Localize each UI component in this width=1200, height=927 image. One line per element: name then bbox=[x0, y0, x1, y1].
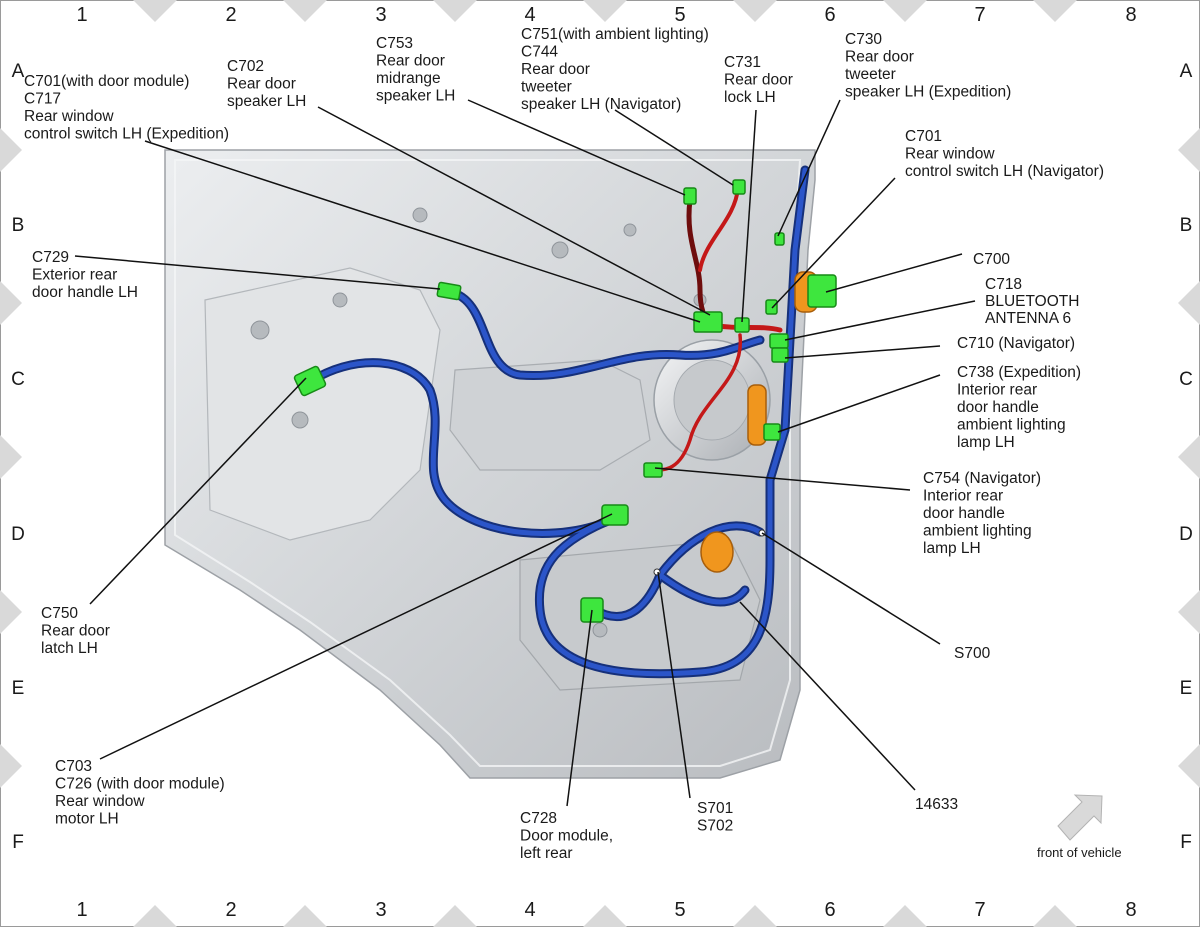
column-label: 8 bbox=[1125, 4, 1136, 26]
grid-marker-bottom bbox=[433, 905, 477, 927]
column-label: 2 bbox=[225, 4, 236, 26]
grid-marker-top bbox=[583, 0, 627, 22]
direction-arrow-icon bbox=[1057, 794, 1103, 841]
grid-marker-top bbox=[733, 0, 777, 22]
grommet-lower bbox=[700, 531, 734, 573]
callout-s701-s702: S701 S702 bbox=[697, 800, 738, 835]
callout-c751-c744: C751(with ambient lighting) C744 Rear do… bbox=[521, 26, 713, 113]
connector-c701-nav bbox=[765, 299, 778, 315]
callout-c702: C702 Rear door speaker LH bbox=[227, 58, 306, 110]
column-label: 8 bbox=[1125, 899, 1136, 921]
row-labels-right: A B C D E F bbox=[1179, 61, 1193, 853]
column-labels-top: 1 2 3 4 5 6 7 8 bbox=[76, 4, 1136, 26]
callout-c728: C728 Door module, left rear bbox=[520, 810, 617, 862]
column-label: 7 bbox=[974, 899, 985, 921]
row-label: D bbox=[11, 524, 25, 545]
grid-marker-bottom bbox=[733, 905, 777, 927]
column-label: 6 bbox=[824, 4, 835, 26]
column-label: 4 bbox=[524, 899, 535, 921]
column-label: 3 bbox=[375, 899, 386, 921]
grid-marker-bottom bbox=[1033, 905, 1077, 927]
grid-marker-right bbox=[1178, 128, 1200, 172]
retainer-middle bbox=[747, 384, 767, 446]
connector-c718 bbox=[769, 333, 789, 349]
row-label: F bbox=[1180, 832, 1192, 853]
row-label: F bbox=[12, 832, 24, 853]
row-label: D bbox=[1179, 524, 1193, 545]
row-label: B bbox=[12, 215, 25, 236]
connector-c730 bbox=[774, 232, 785, 246]
connector-c738 bbox=[763, 423, 781, 441]
callout-labels: C701(with door module) C717 Rear window … bbox=[24, 26, 1104, 862]
row-label: A bbox=[1180, 61, 1193, 82]
callout-c701-c717: C701(with door module) C717 Rear window … bbox=[24, 73, 229, 143]
grid-marker-top bbox=[433, 0, 477, 22]
column-label: 3 bbox=[375, 4, 386, 26]
grid-marker-bottom bbox=[283, 905, 327, 927]
grid-marker-top bbox=[133, 0, 177, 22]
grid-marker-bottom bbox=[583, 905, 627, 927]
grid-marker-left bbox=[0, 128, 22, 172]
grid-marker-left bbox=[0, 590, 22, 634]
grid-marker-top bbox=[883, 0, 927, 22]
column-label: 2 bbox=[225, 899, 236, 921]
callout-c754: C754 (Navigator) Interior rear door hand… bbox=[923, 470, 1045, 557]
callout-c710: C710 (Navigator) bbox=[957, 335, 1075, 352]
grid-marker-top bbox=[1033, 0, 1077, 22]
connector-c753 bbox=[683, 187, 697, 205]
grid-marker-bottom bbox=[883, 905, 927, 927]
column-labels-bottom: 1 2 3 4 5 6 7 8 bbox=[76, 899, 1136, 921]
callout-c729: C729 Exterior rear door handle LH bbox=[32, 249, 138, 301]
callout-c750: C750 Rear door latch LH bbox=[41, 605, 114, 657]
callout-c718: C718 BLUETOOTH ANTENNA 6 bbox=[985, 276, 1084, 327]
connector-c700 bbox=[807, 274, 837, 308]
column-label: 1 bbox=[76, 899, 87, 921]
row-labels-left: A B C D E F bbox=[11, 61, 25, 853]
front-of-vehicle-label: front of vehicle bbox=[1037, 845, 1122, 860]
column-label: 6 bbox=[824, 899, 835, 921]
callout-c730: C730 Rear door tweeter speaker LH (Exped… bbox=[845, 31, 1011, 101]
row-label: E bbox=[1180, 678, 1193, 699]
grid-marker-left bbox=[0, 744, 22, 788]
callout-s700: S700 bbox=[954, 645, 991, 662]
column-label: 7 bbox=[974, 4, 985, 26]
front-of-vehicle-indicator: front of vehicle bbox=[1037, 794, 1122, 860]
grid-marker-left bbox=[0, 435, 22, 479]
connector-c744 bbox=[732, 179, 746, 195]
row-label: A bbox=[12, 61, 25, 82]
callout-c731: C731 Rear door lock LH bbox=[724, 54, 797, 106]
grid-marker-right bbox=[1178, 590, 1200, 634]
row-label: C bbox=[11, 369, 25, 390]
grid-marker-left bbox=[0, 281, 22, 325]
callout-c700: C700 bbox=[973, 251, 1010, 268]
grid-marker-right bbox=[1178, 281, 1200, 325]
connector-c754 bbox=[643, 462, 663, 478]
callout-14633: 14633 bbox=[915, 796, 958, 813]
column-label: 5 bbox=[674, 899, 685, 921]
row-label: E bbox=[12, 678, 25, 699]
leader-lines bbox=[74, 99, 976, 807]
column-label: 1 bbox=[76, 4, 87, 26]
callout-c701-nav: C701 Rear window control switch LH (Navi… bbox=[905, 128, 1104, 180]
callout-c753: C753 Rear door midrange speaker LH bbox=[376, 35, 455, 105]
callout-c738: C738 (Expedition) Interior rear door han… bbox=[957, 364, 1085, 451]
grid-marker-top bbox=[283, 0, 327, 22]
grid-marker-right bbox=[1178, 435, 1200, 479]
column-label: 5 bbox=[674, 4, 685, 26]
callout-c703-c726: C703 C726 (with door module) Rear window… bbox=[55, 758, 229, 828]
connector-c702 bbox=[693, 311, 723, 333]
connector-c703 bbox=[601, 504, 629, 526]
connector-c729 bbox=[436, 281, 462, 301]
connector-c710 bbox=[771, 347, 789, 363]
wiring-harness-14633 bbox=[305, 165, 810, 679]
connectors bbox=[293, 179, 837, 623]
splice-s701-s702 bbox=[653, 568, 661, 576]
row-label: B bbox=[1180, 215, 1193, 236]
grid-marker-right bbox=[1178, 744, 1200, 788]
grid-marker-bottom bbox=[133, 905, 177, 927]
column-label: 4 bbox=[524, 4, 535, 26]
row-label: C bbox=[1179, 369, 1193, 390]
